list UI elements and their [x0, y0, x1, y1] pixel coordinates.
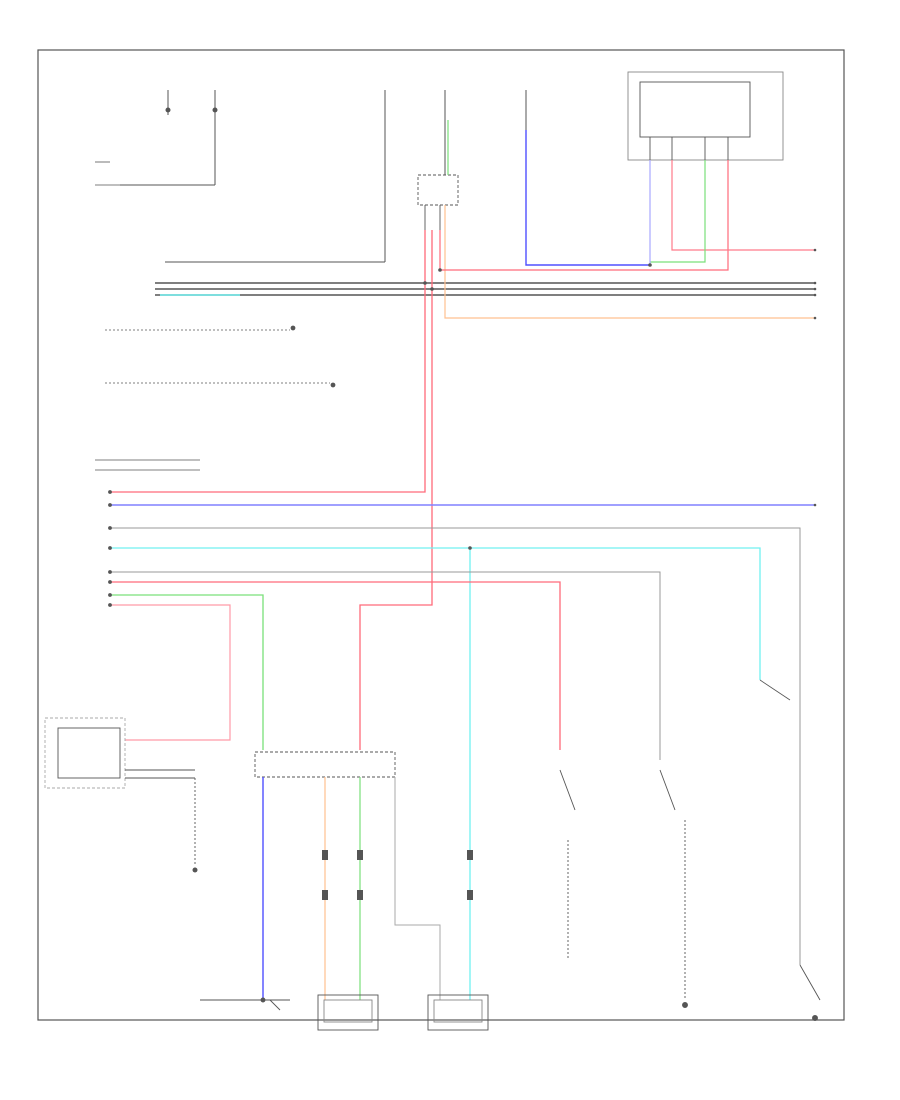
tailgate-switch — [559, 769, 688, 1008]
ground-point-bottom-right — [799, 964, 821, 1021]
w-green-vertical — [110, 594, 264, 750]
w-pink-relay — [671, 160, 815, 251]
door-lock-actuator-rear-right — [427, 994, 489, 1031]
ground-point-left — [192, 867, 198, 873]
w-cyan-bus — [110, 547, 761, 680]
diagram-frame — [37, 49, 845, 1021]
relay-box-top-right — [627, 71, 784, 161]
door-switch-left — [322, 850, 328, 900]
splice-dots — [423, 263, 652, 550]
left-pin-group-mid — [105, 325, 336, 388]
w-gray-bus — [110, 571, 661, 760]
w-red-main-2 — [359, 230, 433, 750]
combination-switch — [44, 717, 196, 865]
left-pin-group-top — [95, 161, 120, 186]
w-red-main — [110, 230, 426, 493]
right-edge-terminals — [813, 248, 817, 507]
w-black-bus — [155, 282, 815, 296]
w-blue-relay — [525, 130, 650, 266]
w-orange-bus — [444, 205, 815, 319]
door-lock-motor-front-left — [200, 997, 290, 1011]
center-connector-block — [254, 751, 396, 778]
door-switch-right — [467, 850, 473, 900]
w-cyan-hook — [759, 679, 791, 701]
w-black-mid — [110, 527, 801, 965]
w-green-relay — [650, 160, 706, 263]
w-red-relay — [439, 160, 729, 271]
door-switch-center — [357, 850, 363, 900]
door-lock-actuator-rear-left — [317, 994, 379, 1031]
junction-connector-top — [417, 174, 459, 230]
fuse-top-left — [120, 90, 218, 186]
main-ecu-connector — [95, 459, 200, 607]
w-red-bus-right — [110, 581, 561, 750]
w-gray-drop — [394, 777, 441, 1000]
fuse-top-center — [165, 90, 446, 263]
w-pink-vertical — [110, 604, 231, 741]
